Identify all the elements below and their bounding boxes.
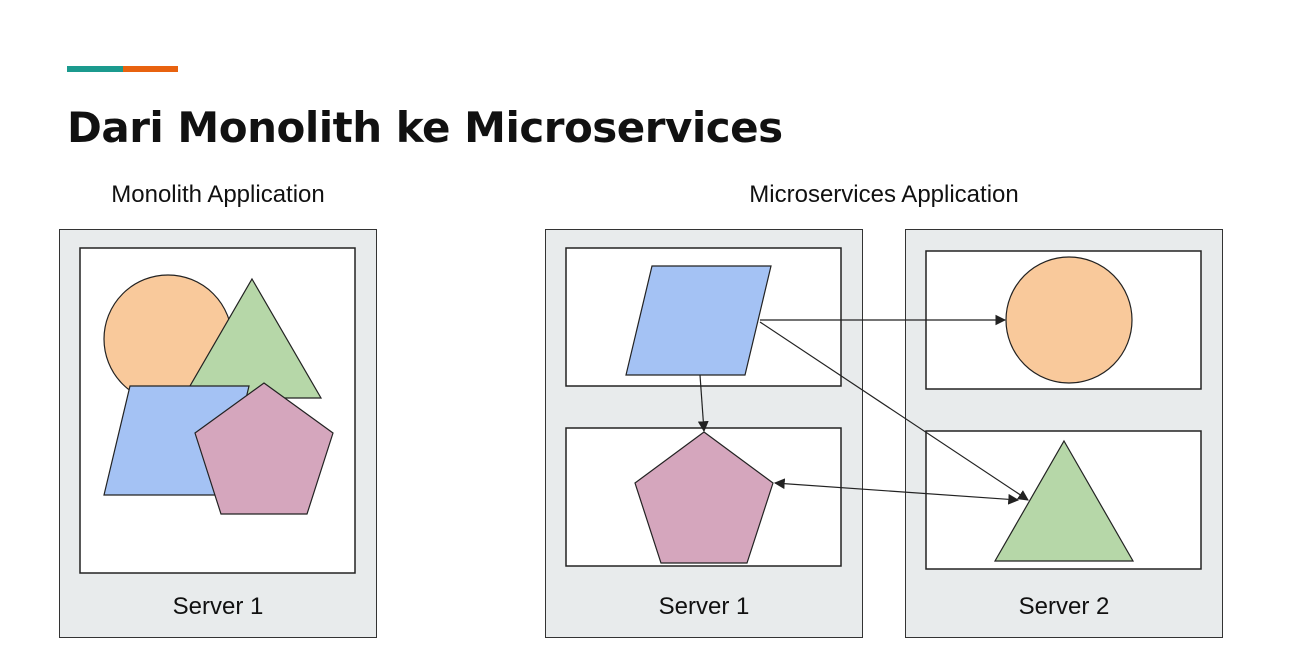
accent-bar-orange: [123, 66, 178, 72]
arrow-triangle-pentagon-bidirectional: [773, 478, 1020, 505]
monolith-pentagon-shape: [194, 382, 334, 515]
microservices-heading: Microservices Application: [749, 181, 1019, 208]
monolith-heading: Monolith Application: [111, 181, 325, 208]
micro-server-2-label: Server 2: [1018, 593, 1110, 620]
slide-title: Dari Monolith ke Microservices: [67, 103, 783, 152]
monolith-server-label: Server 1: [172, 593, 264, 620]
arrow-parallelogram-to-triangle: [759, 321, 1029, 501]
micro-pentagon-shape: [634, 431, 774, 564]
micro-server-1-label: Server 1: [658, 593, 750, 620]
arrow-parallelogram-to-pentagon: [697, 374, 709, 433]
accent-bar-teal: [67, 66, 123, 72]
micro-triangle-shape: [993, 439, 1135, 562]
micro-circle-shape: [1005, 256, 1133, 384]
micro-parallelogram-shape: [625, 265, 772, 376]
